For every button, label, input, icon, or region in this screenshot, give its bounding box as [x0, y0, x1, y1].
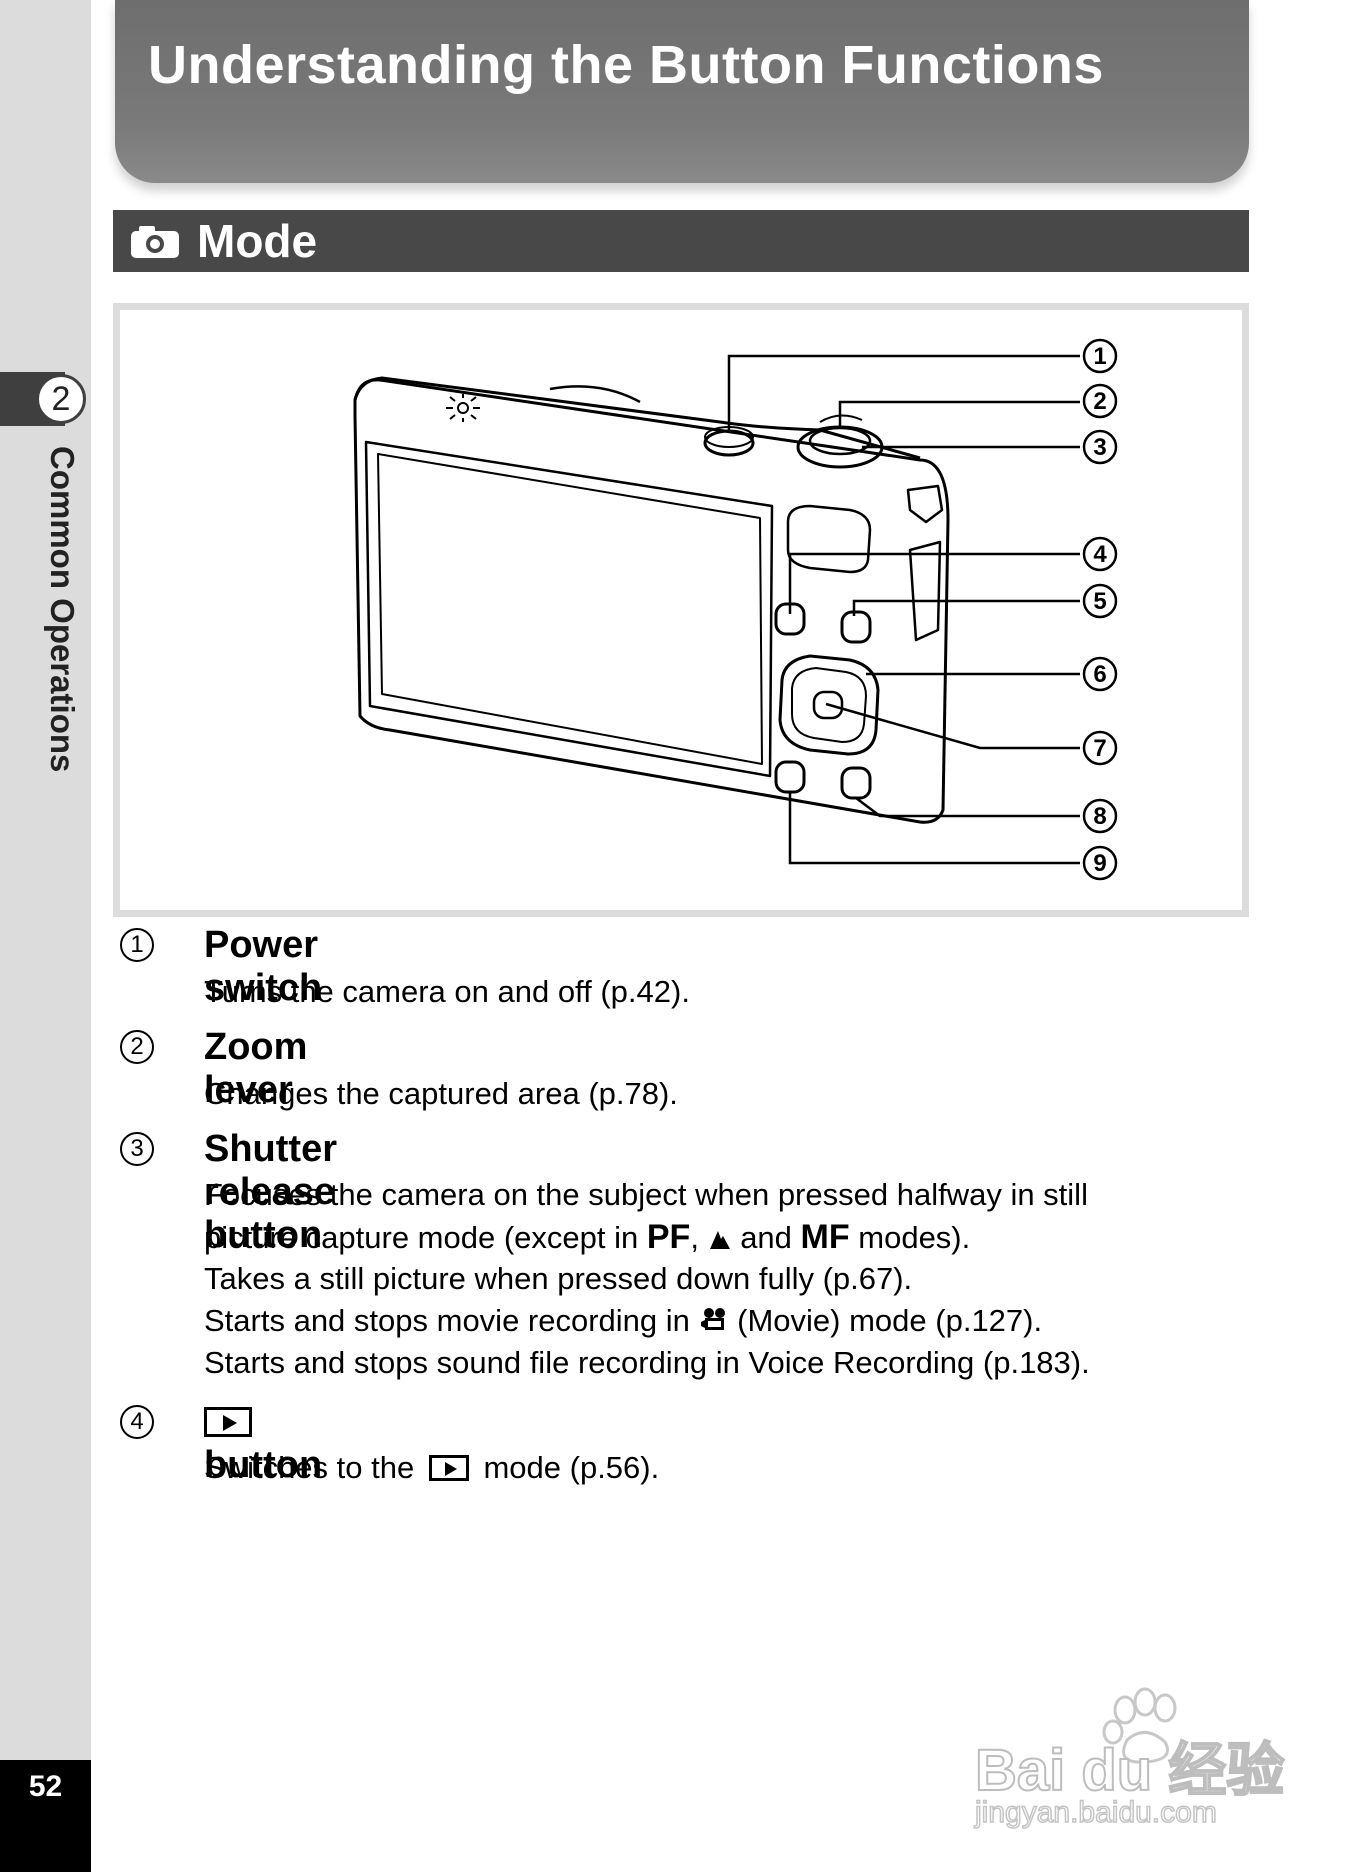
desc-text: Starts and stops movie recording in	[204, 1303, 690, 1338]
svg-text:jingyan.baidu.com: jingyan.baidu.com	[974, 1796, 1217, 1829]
pf-mode-symbol: PF	[646, 1218, 691, 1256]
baidu-watermark: Bai du 经验 jingyan.baidu.com	[965, 1680, 1295, 1830]
playback-icon	[428, 1455, 469, 1481]
lcd-screen	[377, 453, 763, 765]
callout-3: 3	[1082, 429, 1118, 465]
item-desc-movie: Starts and stops movie recording in (Mov…	[204, 1300, 1042, 1342]
item-desc: Takes a still picture when pressed down …	[204, 1261, 913, 1296]
callout-5: 5	[1082, 583, 1118, 619]
camera-diagram: 1 2 3 4 5 6 7	[113, 303, 1249, 917]
camera-top	[353, 376, 921, 460]
section-title: Mode	[197, 215, 318, 267]
callout-7: 7	[1082, 730, 1118, 766]
callout-1: 1	[1082, 338, 1118, 374]
svg-text:3: 3	[1093, 434, 1106, 461]
four-way-controller	[778, 654, 880, 756]
item-title-power-switch: Power switch	[204, 924, 323, 1009]
power-button	[703, 429, 755, 457]
desc-text: (Movie) mode (p.127).	[737, 1303, 1043, 1338]
svg-text:Bai du 经验: Bai du 经验	[975, 1738, 1284, 1803]
desc-text: and	[740, 1220, 792, 1255]
ok-button	[812, 690, 844, 720]
item-desc: Starts and stops sound file recording in…	[204, 1345, 1090, 1380]
svg-text:1: 1	[1093, 343, 1106, 370]
chapter-tab[interactable]: 2	[0, 372, 91, 426]
page-number: 52	[28, 1770, 63, 1803]
landscape-mode-icon	[709, 1231, 730, 1249]
baidu-logo: Bai du 经验 jingyan.baidu.com	[973, 1687, 1285, 1830]
svg-text:5: 5	[1093, 588, 1106, 615]
page-title: Understanding the Button Functions	[148, 35, 1104, 95]
svg-text:6: 6	[1093, 661, 1106, 688]
item-number: 4	[120, 1405, 154, 1439]
item-title-zoom-lever: Zoom lever	[204, 1026, 308, 1111]
item-title-playback-button: button	[204, 1401, 322, 1487]
page-number-block	[0, 1760, 91, 1872]
callout-8: 8	[1082, 798, 1118, 834]
svg-text:9: 9	[1093, 850, 1106, 877]
camera-icon	[131, 226, 179, 258]
item-title-text: button	[204, 1444, 323, 1486]
camera-back-illustration: 1 2 3 4 5 6 7	[353, 338, 1118, 881]
item-title-shutter-release: Shutter release button	[204, 1128, 337, 1256]
screen-frame	[364, 440, 774, 778]
callout-6: 6	[1082, 656, 1118, 692]
chapter-number: 2	[36, 374, 86, 424]
desc-text: picture capture mode (except in	[204, 1220, 639, 1255]
item-number: 3	[120, 1132, 154, 1166]
section-header: Mode	[113, 210, 1249, 272]
chapter-label: Common Operations	[44, 446, 81, 773]
playback-icon	[204, 1407, 252, 1437]
desc-text: modes).	[858, 1220, 971, 1255]
callout-2: 2	[1082, 383, 1118, 419]
svg-text:8: 8	[1093, 803, 1106, 830]
item-desc: Focuses the camera on the subject when p…	[204, 1177, 1088, 1212]
svg-text:2: 2	[1093, 388, 1106, 415]
desc-text: mode (p.56).	[483, 1450, 660, 1485]
item-desc: Changes the captured area (p.78).	[204, 1076, 678, 1111]
desc-comma: ,	[690, 1220, 699, 1255]
callout-4: 4	[1082, 536, 1118, 572]
item-number: 2	[120, 1030, 154, 1064]
svg-text:4: 4	[1093, 541, 1107, 568]
item-desc: Turns the camera on and off (p.42).	[204, 974, 690, 1009]
mf-mode-symbol: MF	[800, 1218, 850, 1256]
chapter-sidebar	[0, 0, 91, 1872]
item-number: 1	[120, 928, 154, 962]
title-banner	[115, 0, 1249, 183]
item-desc-playback: Switches to the mode (p.56).	[204, 1447, 659, 1489]
desc-text: Switches to the	[204, 1450, 415, 1485]
callout-9: 9	[1082, 845, 1118, 881]
movie-icon	[700, 1308, 725, 1330]
svg-text:7: 7	[1093, 735, 1106, 762]
item-desc-modes: picture capture mode (except in PF, and …	[204, 1216, 970, 1259]
